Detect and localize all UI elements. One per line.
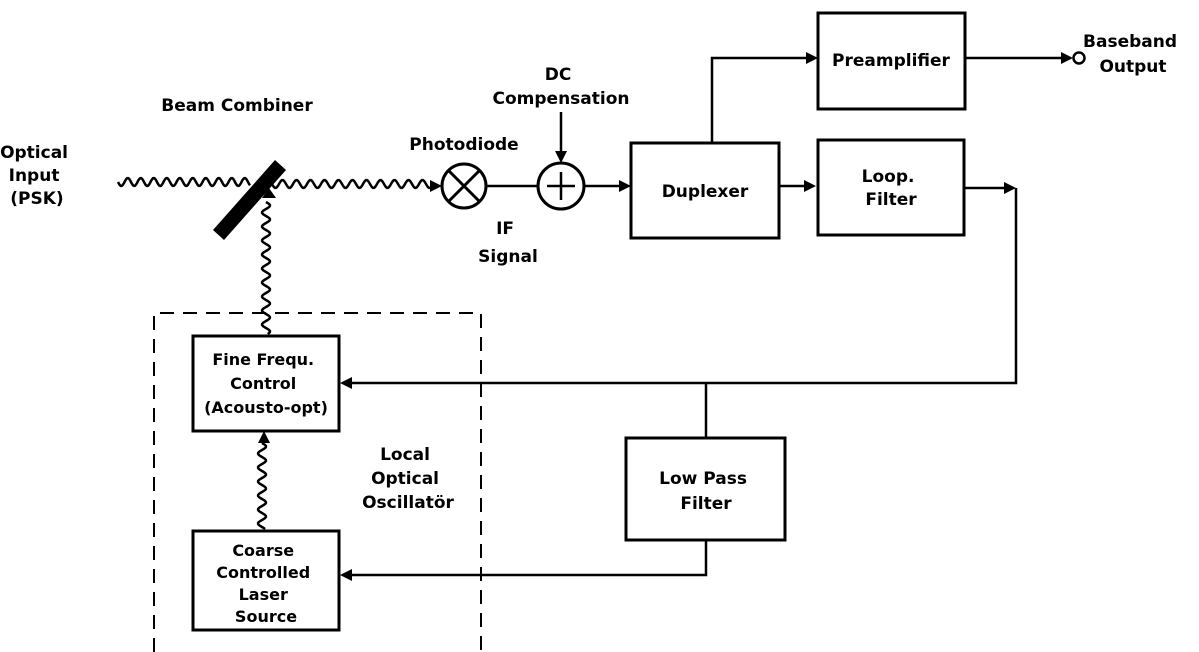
lo-arrow-into-combiner [262, 188, 276, 198]
arrow-to-output [1061, 52, 1073, 64]
low-pass-to-laser-line [350, 540, 708, 577]
fine-frequ-control-label: Fine Frequ. Control (Acousto-opt) [204, 350, 328, 417]
arrow-into-duplexer [619, 180, 631, 192]
arrow-into-preamp [806, 52, 818, 64]
local-oscillator-wave [260, 200, 272, 336]
beam-combiner-label: Beam Combiner [161, 96, 313, 116]
optical-input-label: Optical Input (PSK) [0, 143, 74, 209]
arrow-into-fine-control-from-laser [258, 431, 270, 443]
photodiode-symbol [440, 162, 488, 210]
beam-combiner-mirror [213, 160, 286, 240]
local-oscillator-boundary [153, 312, 482, 652]
loop-filter-block [816, 138, 966, 237]
optical-input-wave [116, 176, 252, 188]
coarse-laser-block [191, 529, 341, 632]
arrow-into-photodiode [430, 180, 442, 192]
preamplifier-label: Preamplifier [832, 51, 951, 71]
baseband-output-label: Baseband Output [1083, 32, 1183, 77]
laser-to-fine-control-wave [256, 441, 268, 531]
loop-filter-label: Loop. Filter [862, 167, 921, 210]
duplexer-to-preamp-line [710, 56, 808, 143]
coarse-laser-label: Coarse Controlled Laser Source [216, 541, 316, 626]
fine-frequ-control-block [191, 334, 341, 433]
baseband-output-terminal [1072, 51, 1086, 65]
if-signal-label: IF Signal [478, 219, 538, 267]
preamplifier-block [816, 11, 967, 111]
low-pass-filter-label: Low Pass Filter [659, 469, 753, 514]
dc-compensation-arrowhead [555, 151, 567, 163]
loop-filter-output-arrowhead [1004, 182, 1016, 194]
arrow-into-coarse-laser [340, 569, 352, 581]
photodiode-label: Photodiode [409, 135, 518, 155]
dc-compensation-label: DC Compensation [493, 65, 630, 109]
summing-junction [536, 161, 586, 211]
feedback-line [350, 188, 1018, 385]
arrow-into-loop-filter [804, 180, 816, 192]
low-pass-filter-block [624, 436, 787, 542]
duplexer-label: Duplexer [662, 182, 749, 202]
beam-combiner-arrowhead [258, 186, 270, 196]
local-oscillator-label: Local Optical Oscillatör [362, 445, 454, 513]
duplexer-block [629, 141, 781, 240]
arrow-into-fine-control [340, 377, 352, 389]
combined-optical-wave [270, 178, 430, 190]
